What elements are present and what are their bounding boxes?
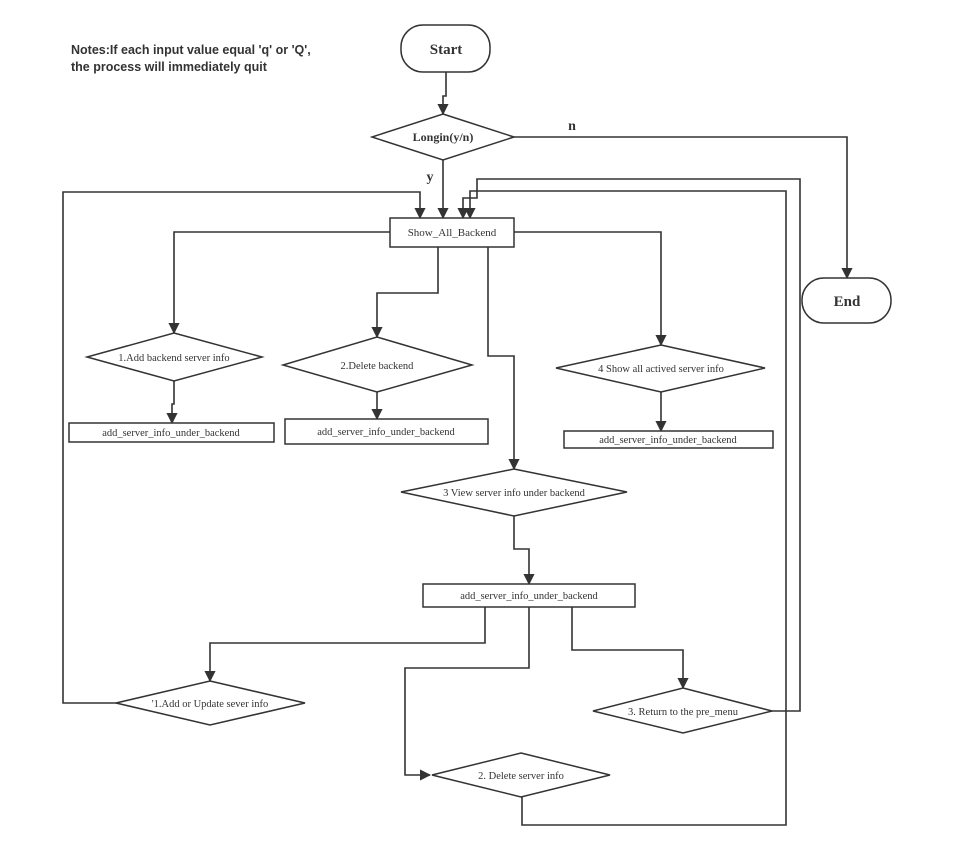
show-actived-label: 4 Show all actived server info — [598, 364, 724, 375]
delete-backend-label: 2.Delete backend — [341, 361, 415, 372]
show-actived-process-label: add_server_info_under_backend — [599, 435, 737, 446]
edge-add-update-loop — [62, 191, 426, 704]
add-backend-decision — [84, 332, 265, 382]
show-all-backend-box — [389, 217, 515, 248]
add-update-server-decision — [115, 680, 306, 726]
edge-show-to-view-server — [487, 247, 520, 471]
edge-show-to-add-backend — [168, 231, 390, 335]
edge-login-no-to-end — [514, 136, 853, 280]
show-actived-decision — [555, 344, 766, 393]
delete-backend-process-box — [284, 418, 489, 445]
edge-add-backend-to-box — [166, 381, 178, 425]
edge-return-loop — [457, 178, 801, 712]
notes-line-2: the process will immediately quit — [71, 60, 267, 74]
add-backend-process-label: add_server_info_under_backend — [102, 428, 240, 439]
edge-label-no: n — [568, 119, 576, 134]
end-label: End — [834, 294, 861, 310]
delete-server-label: 2. Delete server info — [478, 771, 564, 782]
view-server-decision — [400, 468, 628, 517]
show-actived-process-box — [563, 430, 774, 449]
edge-show-to-delete-backend — [371, 247, 439, 339]
connectors — [62, 72, 853, 826]
view-server-label: 3 View server info under backend — [443, 488, 586, 499]
end-node — [801, 277, 892, 324]
login-label: Longin(y/n) — [413, 130, 474, 144]
edge-view-server-to-box — [513, 516, 535, 586]
edge-box-to-return — [571, 607, 689, 690]
show-all-backend-label: Show_All_Backend — [408, 227, 497, 239]
add-backend-process-box — [68, 422, 275, 443]
edge-box-to-add-update — [204, 607, 486, 683]
start-node — [400, 24, 491, 73]
notes-text: Notes:If each input value equal 'q' or '… — [71, 42, 311, 76]
delete-server-decision — [431, 752, 611, 798]
edge-start-to-login — [437, 72, 449, 116]
add-backend-label: 1.Add backend server info — [118, 353, 229, 364]
edge-label-yes: y — [427, 170, 434, 185]
login-decision — [369, 113, 517, 161]
edge-delete-server-loop — [464, 190, 787, 826]
edge-show-to-show-actived — [514, 231, 667, 347]
return-pre-menu-decision — [592, 687, 773, 734]
add-update-server-label: '1.Add or Update sever info — [152, 699, 268, 710]
delete-backend-decision — [280, 336, 475, 393]
view-server-process-label: add_server_info_under_backend — [460, 591, 598, 602]
start-label: Start — [430, 42, 463, 58]
return-pre-menu-label: 3. Return to the pre_menu — [628, 707, 739, 718]
view-server-process-box — [422, 583, 636, 608]
notes-line-1: Notes:If each input value equal 'q' or '… — [71, 43, 311, 57]
delete-backend-process-label: add_server_info_under_backend — [317, 427, 455, 438]
edge-box-to-delete-server — [404, 607, 530, 781]
